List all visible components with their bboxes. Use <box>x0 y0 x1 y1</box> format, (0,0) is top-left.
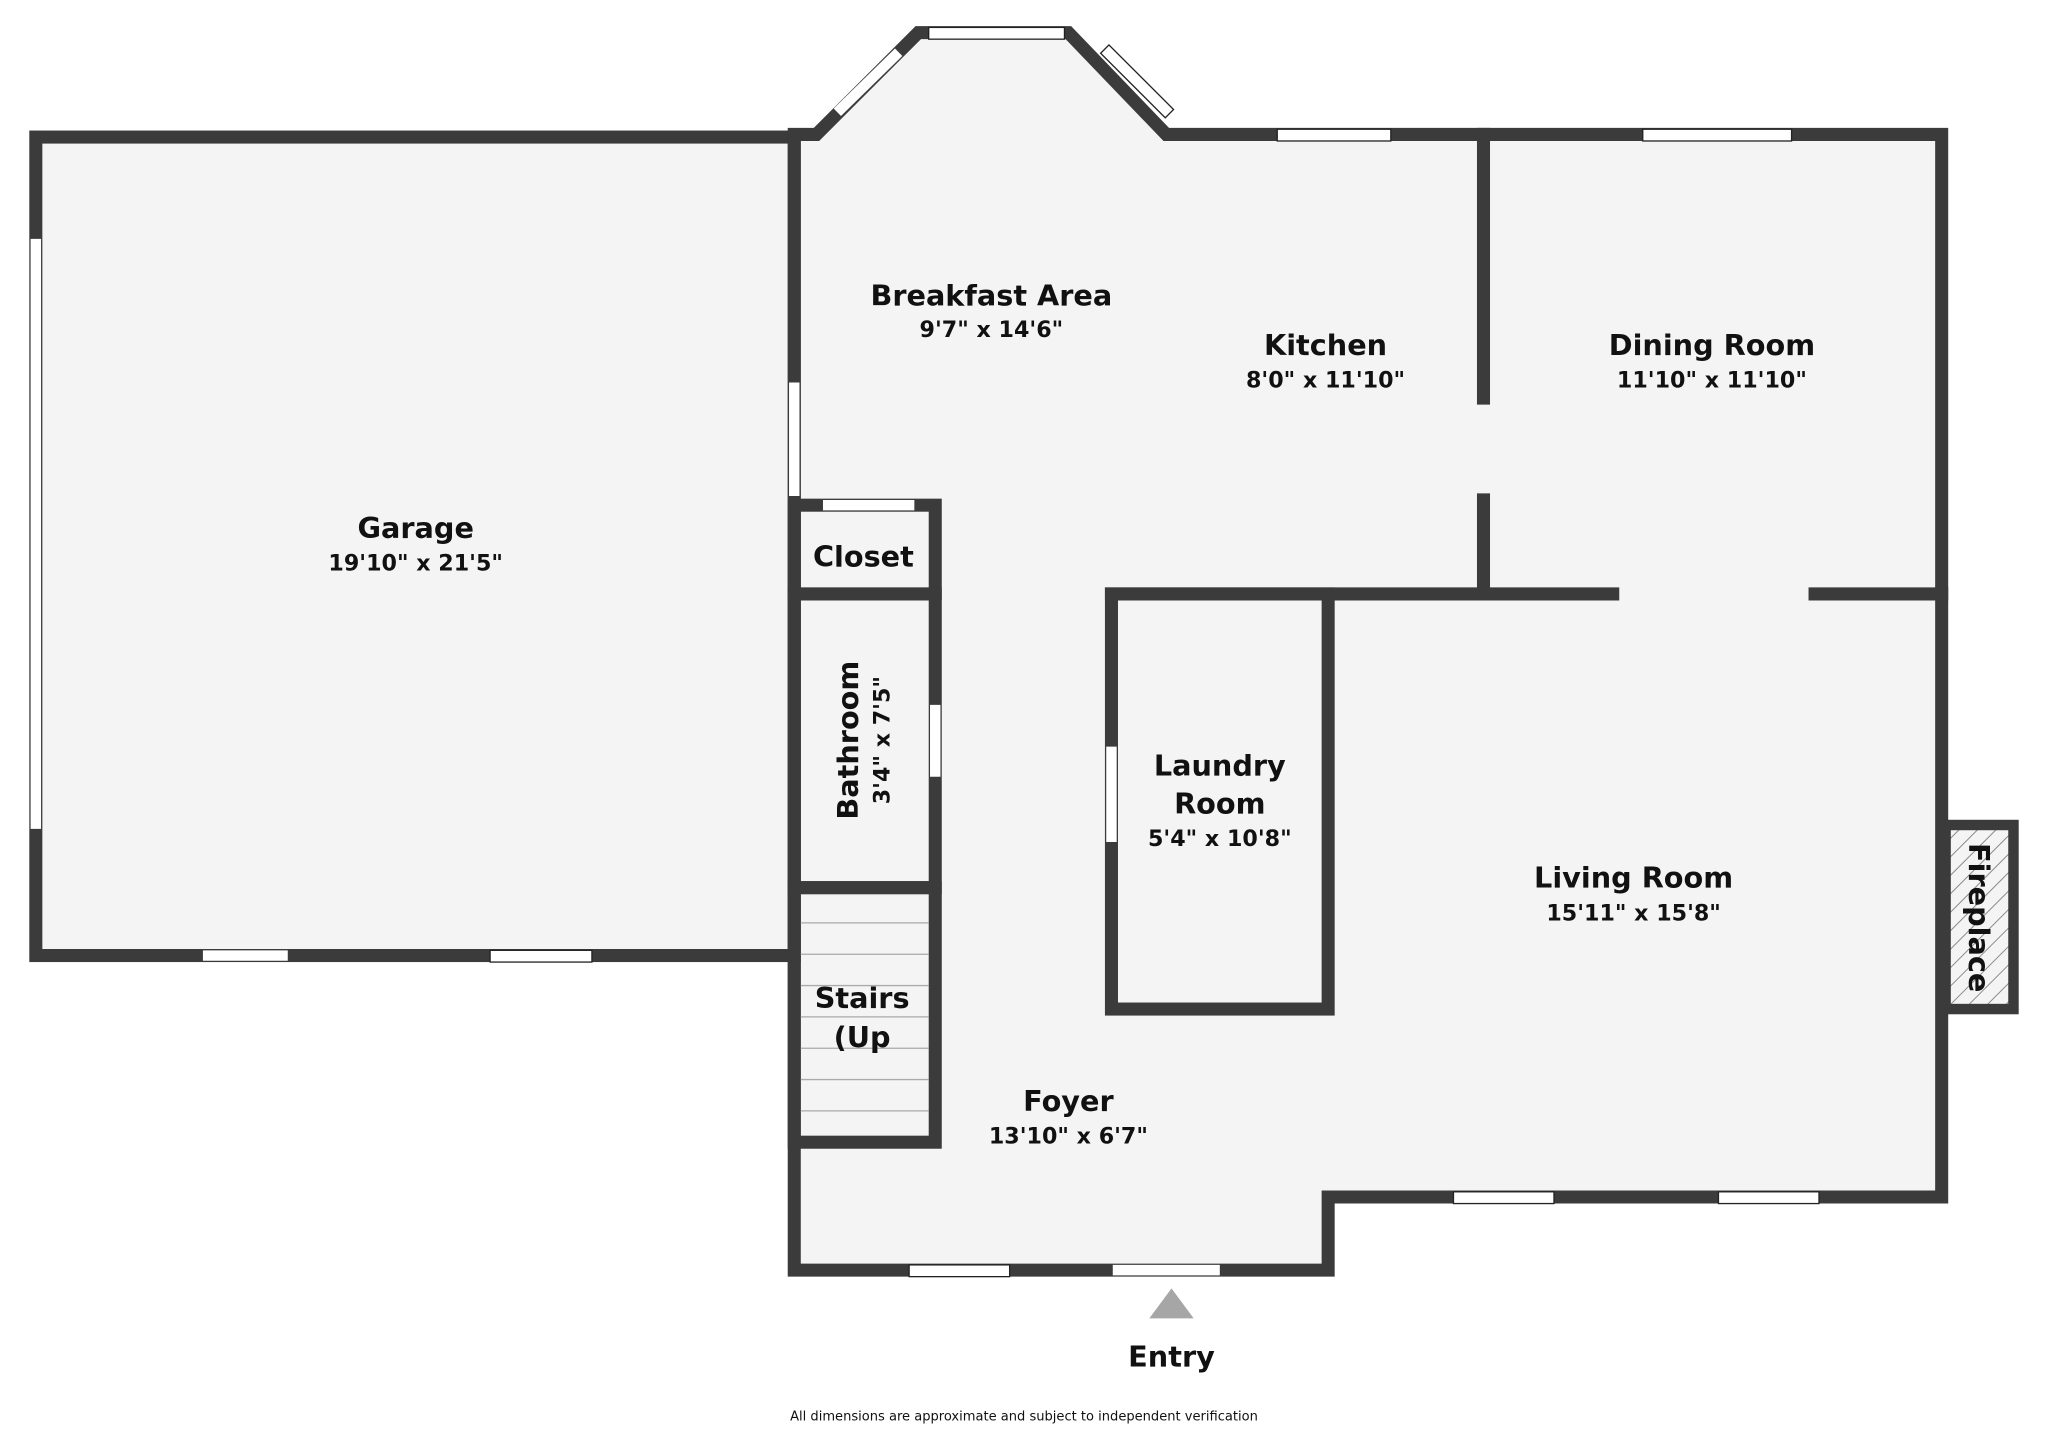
laundry-name-1: Laundry <box>1154 748 1286 782</box>
main-floor <box>794 32 1942 1271</box>
bathroom-name: Bathroom <box>831 661 865 820</box>
laundry-dims: 5'4" x 10'8" <box>1148 826 1292 852</box>
floors <box>35 32 2014 1271</box>
stairs-name-1: Stairs <box>815 981 910 1015</box>
entry-arrow-icon <box>1149 1288 1194 1319</box>
bathroom-dims: 3'4" x 7'5" <box>870 676 896 804</box>
foyer-dims: 13'10" x 6'7" <box>989 1124 1148 1150</box>
dining-dims: 11'10" x 11'10" <box>1617 368 1807 394</box>
garage-dims: 19'10" x 21'5" <box>328 550 503 576</box>
garage-name: Garage <box>357 511 473 545</box>
stair-treads <box>800 922 929 1112</box>
breakfast-dims: 9'7" x 14'6" <box>920 317 1064 343</box>
windows <box>489 26 1820 1278</box>
openings <box>30 48 1220 1276</box>
kitchen-dims: 8'0" x 11'10" <box>1246 368 1405 394</box>
living-name: Living Room <box>1534 861 1733 895</box>
room-labels: Garage 19'10" x 21'5" Breakfast Area 9'7… <box>328 278 1996 1149</box>
dining-name: Dining Room <box>1609 328 1815 362</box>
fireplace-name: Fireplace <box>1962 843 1996 992</box>
fireplace-hatch <box>1940 819 2019 1015</box>
living-dims: 15'11" x 15'8" <box>1546 900 1721 926</box>
garage-floor <box>35 137 795 956</box>
kitchen-name: Kitchen <box>1264 328 1387 362</box>
stairs-name-2: (Up <box>834 1020 891 1054</box>
disclaimer: All dimensions are approximate and subje… <box>790 1409 1258 1424</box>
closet-name: Closet <box>813 540 914 574</box>
foyer-name: Foyer <box>1023 1084 1114 1118</box>
breakfast-name: Breakfast Area <box>870 278 1112 312</box>
laundry-name-2: Room <box>1174 786 1265 820</box>
entry-label: Entry <box>1128 1340 1215 1374</box>
